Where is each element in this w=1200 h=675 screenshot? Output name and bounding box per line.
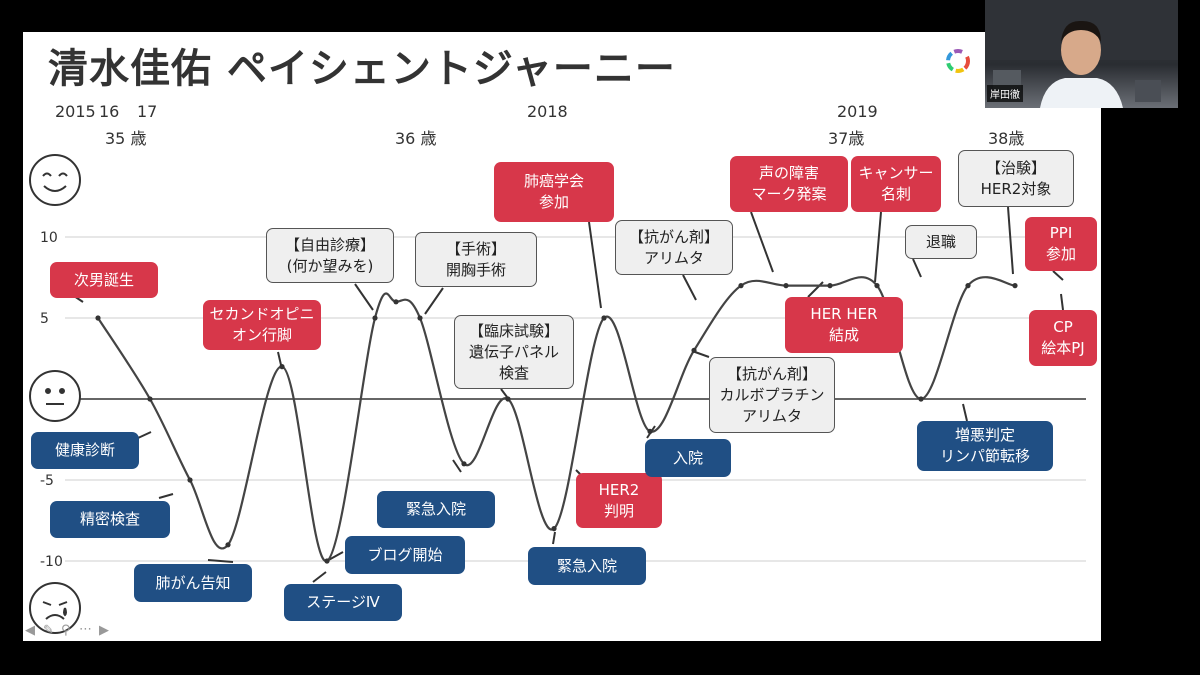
data-point <box>505 396 511 402</box>
event-callout: 次男誕生 <box>50 262 158 298</box>
data-point <box>551 526 557 532</box>
age-label-36: 36 歳 <box>395 129 437 148</box>
age-label-37: 37歳 <box>828 129 865 148</box>
data-point <box>461 461 467 467</box>
webcam-video: 岸田徹 <box>985 0 1178 108</box>
data-point <box>738 283 744 289</box>
event-callout: 健康診断 <box>31 432 139 469</box>
event-callout: キャンサー 名刺 <box>851 156 941 212</box>
event-callout: 入院 <box>645 439 731 477</box>
search-icon[interactable]: ⚲ <box>61 623 71 638</box>
event-callout: 【手術】 開胸手術 <box>415 232 537 287</box>
data-point <box>324 558 330 564</box>
data-point <box>691 347 697 353</box>
event-callout: PPI 参加 <box>1025 217 1097 271</box>
event-callout: ブログ開始 <box>345 536 465 574</box>
year-label-17: 17 <box>137 102 158 121</box>
crying-face-icon <box>29 582 81 634</box>
y-tick-label: 5 <box>40 311 49 327</box>
event-callout: 緊急入院 <box>528 547 646 585</box>
event-callout: 【臨床試験】 遺伝子パネル 検査 <box>454 315 574 389</box>
data-point <box>1012 283 1018 289</box>
data-point <box>417 315 423 321</box>
data-point <box>965 283 971 289</box>
data-point <box>601 315 607 321</box>
event-callout: 【治験】 HER2対象 <box>958 150 1074 207</box>
event-callout: 増悪判定 リンパ節転移 <box>917 421 1053 471</box>
pen-icon[interactable]: ✎ <box>43 623 54 638</box>
event-callout: 肺癌学会 参加 <box>494 162 614 222</box>
participant-name: 岸田徹 <box>987 85 1023 102</box>
event-callout: 声の障害 マーク発案 <box>730 156 848 212</box>
data-point <box>187 477 193 483</box>
data-point <box>783 283 789 289</box>
event-callout: 肺がん告知 <box>134 564 252 602</box>
data-point <box>918 396 924 402</box>
journey-line <box>97 276 1016 563</box>
age-label-35: 35 歳 <box>105 129 147 148</box>
data-point <box>647 428 653 434</box>
happy-face-icon <box>29 154 81 206</box>
arrow-right-icon[interactable]: ▶ <box>99 623 109 638</box>
event-callout: 【抗がん剤】 カルボプラチン アリムタ <box>709 357 835 433</box>
data-point <box>147 396 153 402</box>
event-callout: 緊急入院 <box>377 491 495 528</box>
data-point <box>225 542 231 548</box>
data-point <box>95 315 101 321</box>
event-callout: CP 絵本PJ <box>1029 310 1097 366</box>
event-callout: 退職 <box>905 225 977 259</box>
neutral-face-icon <box>29 370 81 422</box>
y-tick-label: -5 <box>40 473 54 489</box>
data-point <box>279 364 285 370</box>
event-callout: 【自由診療】 (何か望みを) <box>266 228 394 283</box>
more-icon[interactable]: ⋯ <box>79 622 92 637</box>
slide-title: 清水佳佑 ペイシェントジャーニー <box>48 46 676 92</box>
event-callout: セカンドオピニオン行脚 <box>203 300 321 350</box>
data-point <box>372 315 378 321</box>
year-label-2019: 2019 <box>837 102 878 121</box>
data-point <box>827 283 833 289</box>
event-callout: 【抗がん剤】 アリムタ <box>615 220 733 275</box>
year-label-2018: 2018 <box>527 102 568 121</box>
year-label-2015: 2015 <box>55 102 96 121</box>
slide: 清水佳佑 ペイシェントジャーニー 2015 16 17 35 歳 36 歳 20… <box>23 32 1101 641</box>
year-label-16: 16 <box>99 102 120 121</box>
arrow-left-icon[interactable]: ◀ <box>25 623 35 638</box>
event-callout: HER HER 結成 <box>785 297 903 353</box>
event-callout: 精密検査 <box>50 501 170 538</box>
age-label-38: 38歳 <box>988 129 1025 148</box>
logo-icon <box>946 49 970 73</box>
y-tick-label: 10 <box>40 230 58 246</box>
event-callout: HER2 判明 <box>576 473 662 528</box>
data-point <box>874 283 880 289</box>
y-tick-label: -10 <box>40 554 63 570</box>
data-point <box>393 299 399 305</box>
event-callout: ステージⅣ <box>284 584 402 621</box>
